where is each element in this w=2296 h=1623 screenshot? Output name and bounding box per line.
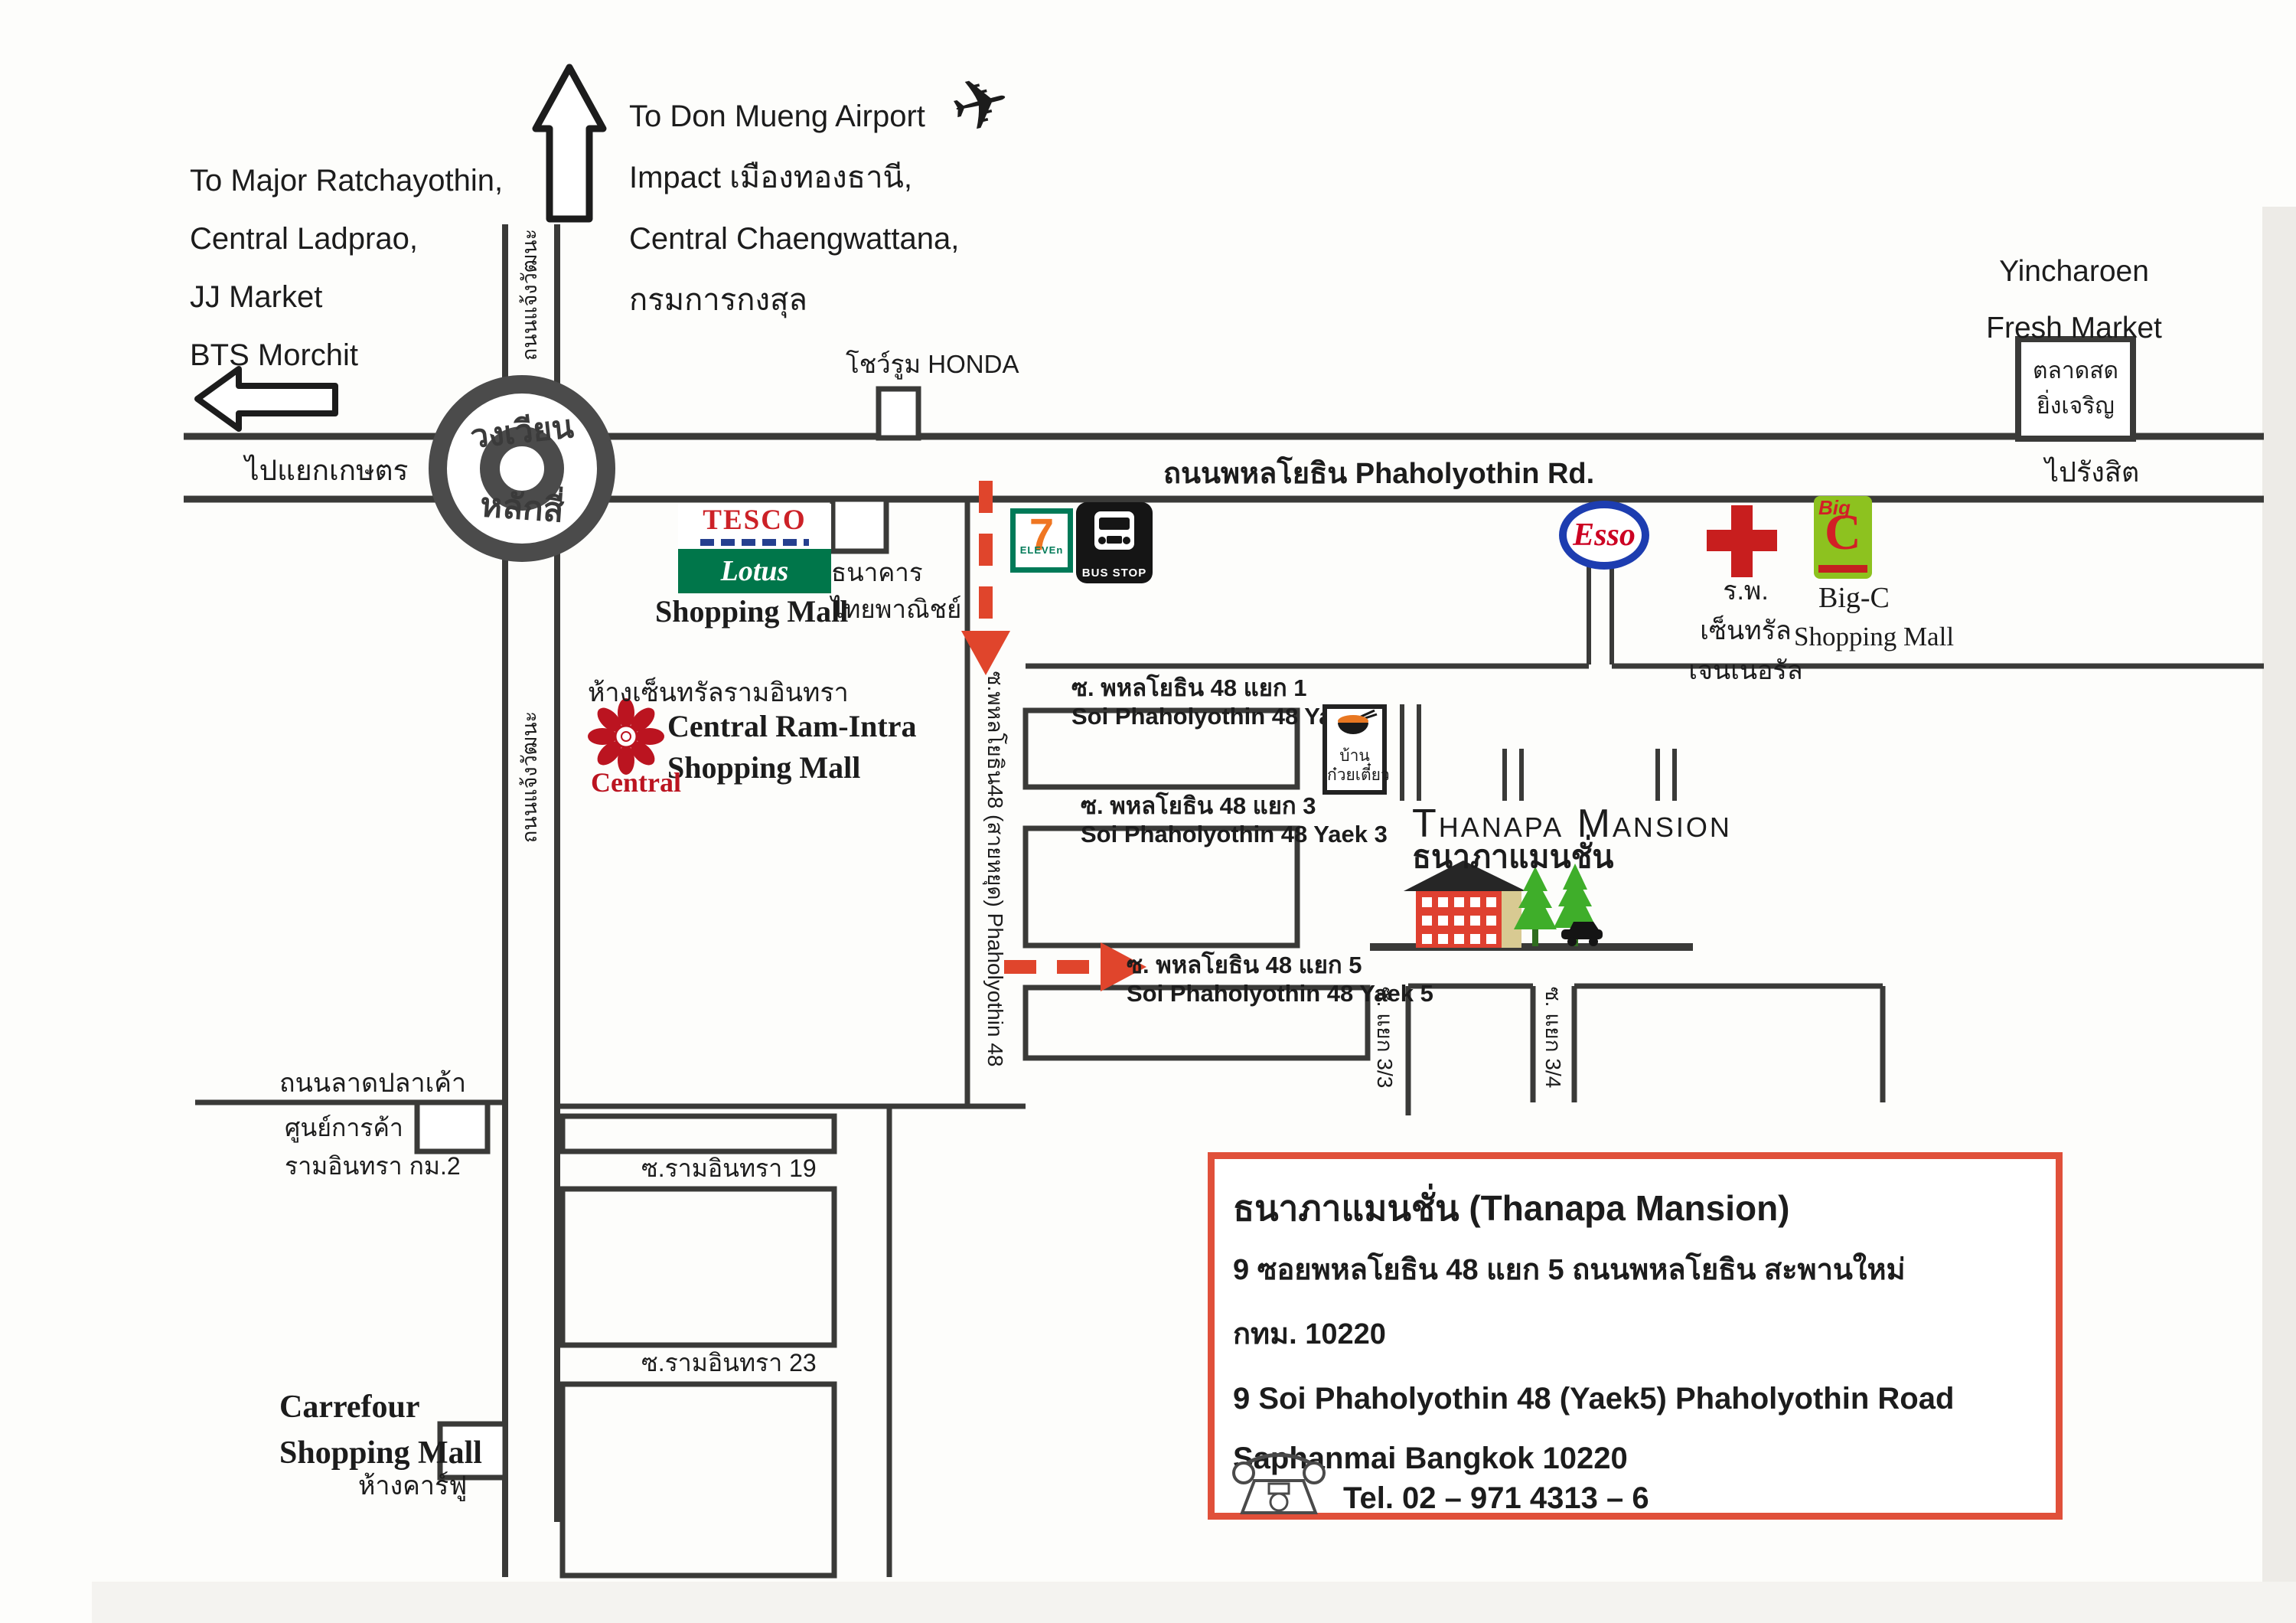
to-rangsit-label: ไปรังสิต [2045, 456, 2140, 488]
honda-showroom-label: โชว์รูม HONDA [846, 350, 1019, 378]
carrefour-th-label: ห้างคาร์ฟู [358, 1471, 468, 1501]
bus-stop-icon: BUS STOP [1076, 502, 1153, 583]
bigc-name: Big-C [1818, 582, 1890, 614]
carrefour-building [437, 1421, 508, 1481]
km2-mall-label: ศูนย์การค้า รามอินทรา กม.2 [285, 1114, 461, 1180]
ramintra19-label: ซ.รามอินทรา 19 [641, 1154, 817, 1182]
ramintra23-label: ซ.รามอินทรา 23 [641, 1349, 817, 1376]
bigc-logo-strip [1818, 565, 1867, 573]
directions-west-text: To Major Ratchayothin, Central Ladprao, … [190, 164, 504, 372]
central-name: Central Ram-Intra [667, 709, 917, 743]
tree-icons [1514, 864, 1596, 946]
carrefour-name: Carrefour [279, 1390, 420, 1425]
esso-station-icon: Esso [1559, 501, 1649, 570]
address-info-box: ธนาภาแมนชั่น (Thanapa Mansion) 9 ซอยพหลโ… [1208, 1152, 2063, 1520]
tesco-dashes-icon [700, 539, 809, 546]
tesco-lotus-sign: TESCO Lotus [678, 504, 831, 593]
info-address-en1: 9 Soi Phaholyothin 48 (Yaek5) Phaholyoth… [1233, 1382, 1955, 1416]
mansion-building-icon [1404, 860, 1526, 948]
market-name-th: ตลาดสด ยิ่งเจริญ [2033, 358, 2118, 419]
chaengwattana-road-label-north: ถนนแจ้งวัฒนะ [518, 228, 541, 361]
mansion-name-en: Thanapa Mansion [1412, 802, 1732, 846]
km2-mall-building [414, 1099, 491, 1154]
lotus-logo-text: Lotus [678, 549, 831, 593]
bus-glyph [1094, 511, 1134, 550]
phaholyothin-road-label: ถนนพหลโยธิน Phaholyothin Rd. [1163, 458, 1595, 490]
info-address-th1: 9 ซอยพหลโยธิน 48 แยก 5 ถนนพหลโยธิน สะพาน… [1233, 1254, 1906, 1286]
route-arrows [961, 481, 1146, 991]
hospital-cross-icon [1707, 505, 1777, 577]
ladplakao-road-label: ถนนลาดปลาเค้า [279, 1069, 467, 1098]
building-outlines [414, 336, 2136, 1481]
bank-building [830, 496, 889, 554]
market-building [2015, 336, 2136, 442]
to-kaset-label: ไปแยกเกษตร [245, 455, 409, 486]
scb-bank-label: ธนาคาร ไทยพาณิชย์ [831, 558, 962, 623]
bigc-logo-c: C [1825, 505, 1861, 560]
honda-building [876, 386, 921, 441]
soi-yaek-3-4-label: ซ. แยก 3/4 [1541, 986, 1565, 1089]
esso-logo-text: Esso [1573, 518, 1636, 553]
central-flower-icon [588, 698, 664, 775]
telephone-icon [1232, 1453, 1326, 1514]
directions-north-text: To Don Mueng Airport Impact เมืองทองธานี… [629, 100, 960, 317]
seven-eleven-digit: 7 [1029, 510, 1055, 560]
noodle-bowl-icon [1338, 709, 1378, 734]
info-title: ธนาภาแมนชั่น (Thanapa Mansion) [1233, 1188, 1790, 1228]
route-arrow-down-head [961, 631, 1010, 675]
bigc-logo-big: Big [1818, 496, 1851, 519]
road-network [184, 224, 2264, 1579]
central-logo-word: Central [591, 767, 681, 798]
bigc-logo: Big C [1814, 496, 1872, 579]
scan-edge-right [2262, 207, 2296, 1585]
tesco-logo-text: TESCO [703, 505, 807, 536]
north-direction-arrow-icon [532, 64, 607, 223]
noodle-house: บ้าน ก๋วยเตี๋ยว [1322, 704, 1390, 795]
info-telephone: Tel. 02 – 971 4313 – 6 [1343, 1481, 1649, 1515]
market-name-en: Yincharoen Fresh Market [1986, 255, 2162, 345]
car-icon [1561, 922, 1603, 946]
chaengwattana-road-label-south: ถนนแจ้งวัฒนะ [518, 710, 541, 844]
info-address-th2: กทม. 10220 [1233, 1318, 1386, 1350]
hospital-label: ร.พ. เซ็นทรัล เจนเนอรัล [1688, 576, 1803, 685]
west-direction-arrow-icon [194, 366, 338, 432]
seven-eleven-word: ELEVEn [1019, 544, 1064, 556]
tesco-caption: Shopping Mall [655, 594, 849, 629]
bigc-caption: Shopping Mall [1794, 622, 1955, 651]
central-th-label: ห้างเซ็นทรัลรามอินทรา [588, 678, 849, 707]
route-arrow-right-head [1101, 942, 1146, 991]
scan-edge-bottom [92, 1582, 2296, 1623]
central-caption: Shopping Mall [667, 750, 861, 785]
soi-48-vertical-label: ซ.พหลโยธิน48 (สายหยุด) Phaholyothin 48 [983, 671, 1007, 1067]
yaek5-label: ซ. พหลโยธิน 48 แยก 5 Soi Phaholyothin 48… [1127, 952, 1433, 1007]
laksi-roundabout-icon [429, 375, 615, 562]
carrefour-caption: Shopping Mall [279, 1435, 482, 1471]
mansion-name-th: ธนาภาแมนชั่น [1412, 839, 1614, 874]
noodle-house-label: บ้าน ก๋วยเตี๋ยว [1327, 747, 1390, 784]
seven-eleven-icon: 7 ELEVEn [1010, 508, 1073, 573]
bus-stop-label: BUS STOP [1081, 567, 1147, 580]
yaek3-label: ซ. พหลโยธิน 48 แยก 3 Soi Phaholyothin 48… [1081, 792, 1388, 847]
